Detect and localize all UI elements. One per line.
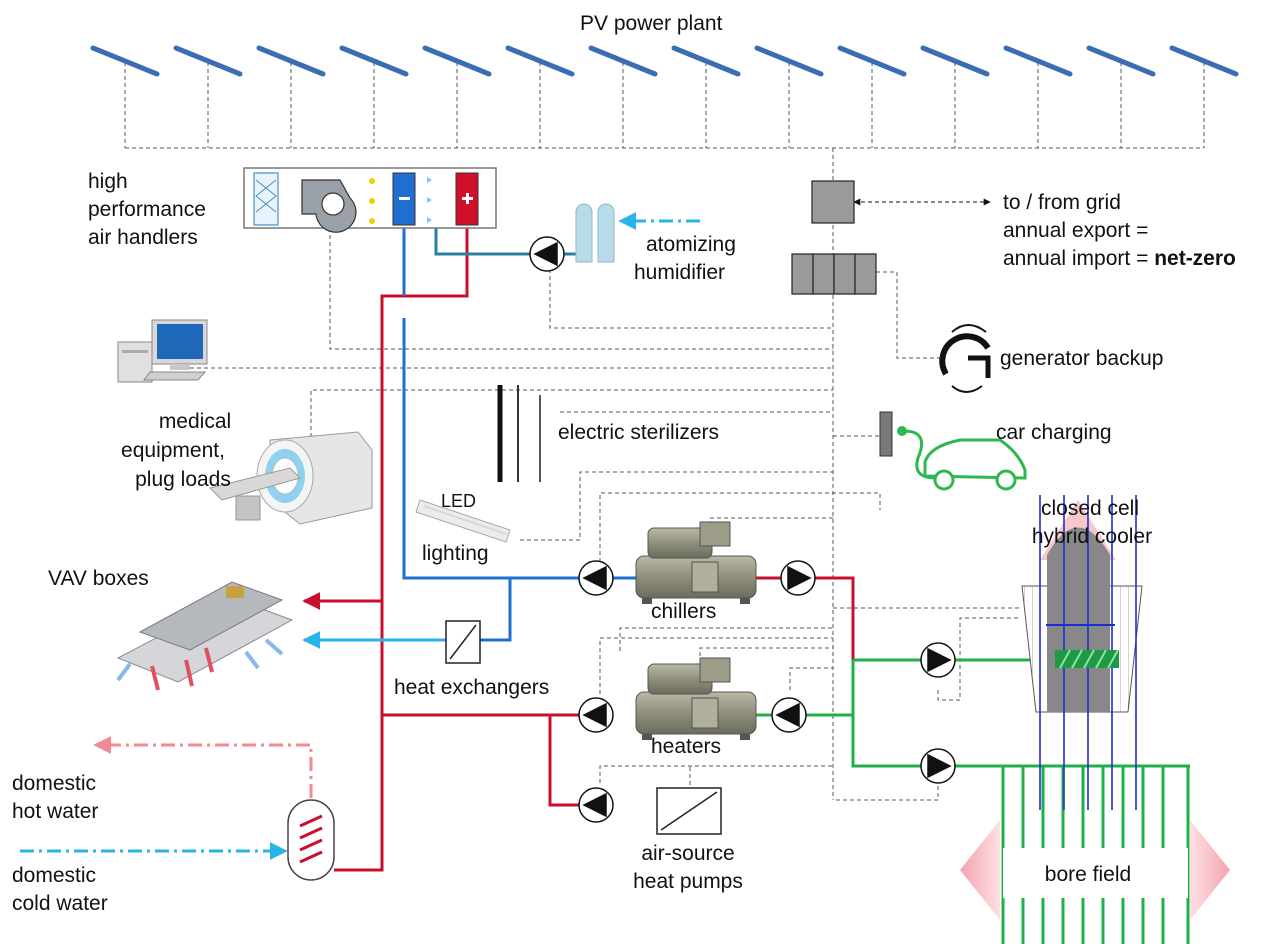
vav-box-icon (116, 581, 294, 691)
heat-exchangers-label: heat exchangers (394, 676, 550, 699)
computer-icon (117, 319, 208, 383)
meter-icon (811, 180, 855, 224)
pump-icon (578, 697, 614, 733)
sterilizers-label: electric sterilizers (558, 421, 720, 444)
medical-label-line3: plug loads (135, 468, 231, 491)
air-handlers-label-line3: air handlers (88, 226, 198, 249)
vav-boxes-label: VAV boxes (48, 567, 149, 590)
air-handlers-label-line2: performance (88, 198, 206, 221)
domestic-water-pipes (20, 736, 313, 860)
chilled-water-pipes (402, 228, 636, 642)
humidifier-label-line1: atomizing (646, 233, 736, 256)
medical-label-line2: equipment, (121, 439, 225, 462)
cooler-label-line1: closed cell (1040, 497, 1140, 520)
medical-label-line1: medical (158, 410, 232, 433)
grid-label-line1: to / from grid (1003, 191, 1121, 214)
ashp-label-line1: air-source (641, 842, 735, 865)
pump-icon (780, 560, 816, 596)
chiller-icon (635, 521, 757, 604)
dcw-label-line2: cold water (12, 892, 108, 915)
heaters-label: heaters (651, 735, 722, 758)
humidifier-label-line2: humidifier (634, 261, 726, 284)
mri-scanner-icon (209, 431, 373, 525)
pump-icon (529, 236, 565, 272)
grid-label-line3: annual import = net-zero (1003, 245, 1236, 272)
car-charger-icon (879, 411, 1027, 491)
air-handlers-label-line1: high (88, 170, 128, 193)
generator-label: generator backup (1000, 347, 1164, 370)
cooling-tower-icon (1021, 495, 1143, 810)
led-label: LED (441, 491, 477, 511)
humidifier-icon (575, 203, 615, 263)
led-tube-icon (415, 499, 511, 543)
pump-icon (920, 642, 956, 678)
dcw-label-line1: domestic (12, 864, 97, 887)
net-zero-text: net-zero (1154, 247, 1236, 270)
lighting-label: lighting (422, 542, 489, 565)
ashp-label-line2: heat pumps (633, 870, 743, 893)
dhw-label-line2: hot water (12, 800, 99, 823)
chillers-label: chillers (651, 600, 717, 623)
water-heater-icon (287, 799, 335, 881)
pump-icon (578, 560, 614, 596)
pump-icon (920, 748, 956, 784)
hot-water-pipes (302, 228, 855, 872)
pv-plant-label: PV power plant (580, 12, 723, 35)
pump-icon (771, 697, 807, 733)
electric-feeders (190, 198, 1020, 801)
air-handler-icon (243, 167, 497, 233)
pump-icon (578, 787, 614, 823)
dhw-label-line1: domestic (12, 772, 97, 795)
heat-exchanger-icon (445, 620, 481, 664)
heat-exchanger-icon (656, 787, 722, 835)
grid-label-line2: annual export = (1003, 219, 1149, 242)
grid-import-text: annual import = (1003, 247, 1155, 270)
inverter-icon (791, 253, 877, 295)
pv-panel-icon (90, 45, 1239, 77)
sterilizer-icon (497, 385, 541, 482)
heater-icon (635, 657, 757, 740)
car-charging-label: car charging (996, 421, 1112, 444)
generator-icon (939, 324, 991, 393)
bore-field-heat-arrows (960, 820, 1230, 920)
bore-field-label: bore field (1044, 863, 1132, 886)
cooler-label-line2: hybrid cooler (1031, 525, 1153, 548)
